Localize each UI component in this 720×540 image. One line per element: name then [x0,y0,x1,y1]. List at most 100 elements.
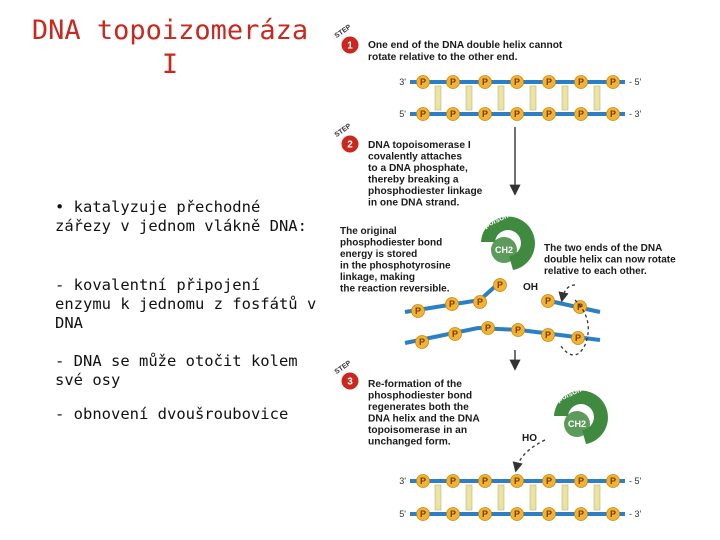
strand-end-label: 5' [399,109,406,119]
phosphate-label: P [514,77,520,87]
step-number: 3 [347,377,353,388]
phosphate-label: P [450,476,456,486]
ch2-label: CH2 [568,419,586,429]
phosphate-group [542,75,556,89]
phosphate-group [574,474,588,488]
phosphate-label: P [450,109,456,119]
phosphate-group [541,328,555,342]
phosphate-group [446,107,460,121]
base-pair [497,85,505,111]
energy-storage-note: energy is stored [340,249,417,260]
base-pair [434,85,442,111]
phosphate-label: P [546,109,552,119]
base-pair [561,85,569,111]
base-pair [529,484,537,511]
step-2-text: to a DNA phosphate, [368,163,468,174]
phosphate-group [574,75,588,89]
energy-storage-note: the reaction reversible. [340,284,450,295]
phosphate-group [511,323,525,337]
phosphate-group [448,327,462,341]
enzyme-body [564,411,590,437]
base-pair [593,484,601,511]
oh-label: OH [523,282,538,293]
phosphate-group [542,107,556,121]
phosphate-group [606,507,620,521]
phosphate-group [478,507,492,521]
phosphate-label: P [514,109,520,119]
phosphate-group [606,474,620,488]
phosphate-label: P [514,476,520,486]
step-3-text: unchanged form. [368,437,451,448]
phosphate-label: P [482,109,488,119]
phosphate-label: P [546,476,552,486]
phosphate-group [541,294,555,308]
phosphate-label: P [546,77,552,87]
phosphate-group [571,331,585,345]
phosphate-label: P [497,280,503,290]
rotation-note: relative to each other. [544,266,647,277]
point-dna-rotation: - DNA se může otočit kolem své osy [55,352,298,389]
rotation-arrow [559,299,589,356]
enzyme-body [491,237,517,263]
phosphate-label: P [450,77,456,87]
phosphate-label: P [449,299,455,309]
phosphate-group [542,507,556,521]
point-helix-restoration: - obnovení dvoušroubovice [55,405,289,423]
phosphate-group [606,75,620,89]
phosphate-label: P [420,77,426,87]
phosphate-label: P [482,476,488,486]
phosphate-group [416,474,430,488]
rotation-note: The two ends of the DNA [544,243,662,254]
phosphate-label: P [578,476,584,486]
step-2-text: phosphodiester linkage [368,186,483,197]
base-pair [529,85,537,111]
phosphate-label: P [515,325,521,335]
phosphate-group [478,474,492,488]
strand-end-label: 5' [399,509,406,519]
base-pair [497,484,505,511]
point-covalent-attachment: - kovalentní připojení enzymu k jednomu … [55,276,317,332]
phosphate-group [510,75,524,89]
phosphate-group [478,75,492,89]
base-pair [465,85,473,111]
phosphate-label: P [450,509,456,519]
phosphate-label: P [610,509,616,519]
phosphate-group [478,107,492,121]
strand-end-label: 3' [399,77,406,87]
step-badge [341,372,359,390]
phosphate-group [416,75,430,89]
energy-storage-note: phosphodiester bond [340,238,442,249]
base-pair [561,484,569,511]
phosphate-group [446,75,460,89]
step-3-text: regenerates both the [368,402,469,413]
step-2-text: DNA topoisomerase I [368,140,471,151]
phosphate-group [510,474,524,488]
phosphate-label: P [578,109,584,119]
phosphate-group [574,507,588,521]
strand-end-label: 3' [399,476,406,486]
phosphate-group [574,107,588,121]
strand-end-label: - 3' [629,509,642,519]
phosphate-group [493,278,507,292]
phosphate-group [416,107,430,121]
step-3-text: topoisomerase in an [368,425,467,436]
energy-storage-note: in the phosphotyrosine [340,261,451,272]
phosphate-label: P [514,509,520,519]
step-badge [341,135,359,153]
flow-arrow [512,439,546,473]
phosphate-label: P [610,77,616,87]
strand-end-label: - 3' [629,109,642,119]
phosphate-label: P [419,337,425,347]
phosphate-label: P [452,329,458,339]
page-title: DNA topoizomeráza I [31,15,309,80]
phosphate-label: P [575,333,581,343]
step-3-text: phosphodiester bond [368,391,472,402]
step-3-text: DNA helix and the DNA [368,414,480,425]
phosphate-label: P [420,476,426,486]
dna-strand-bottom [404,325,601,345]
phosphate-group [481,321,495,335]
step-2-text: thereby breaking a [368,175,459,186]
phosphate-label: P [482,509,488,519]
phosphate-group [473,295,487,309]
